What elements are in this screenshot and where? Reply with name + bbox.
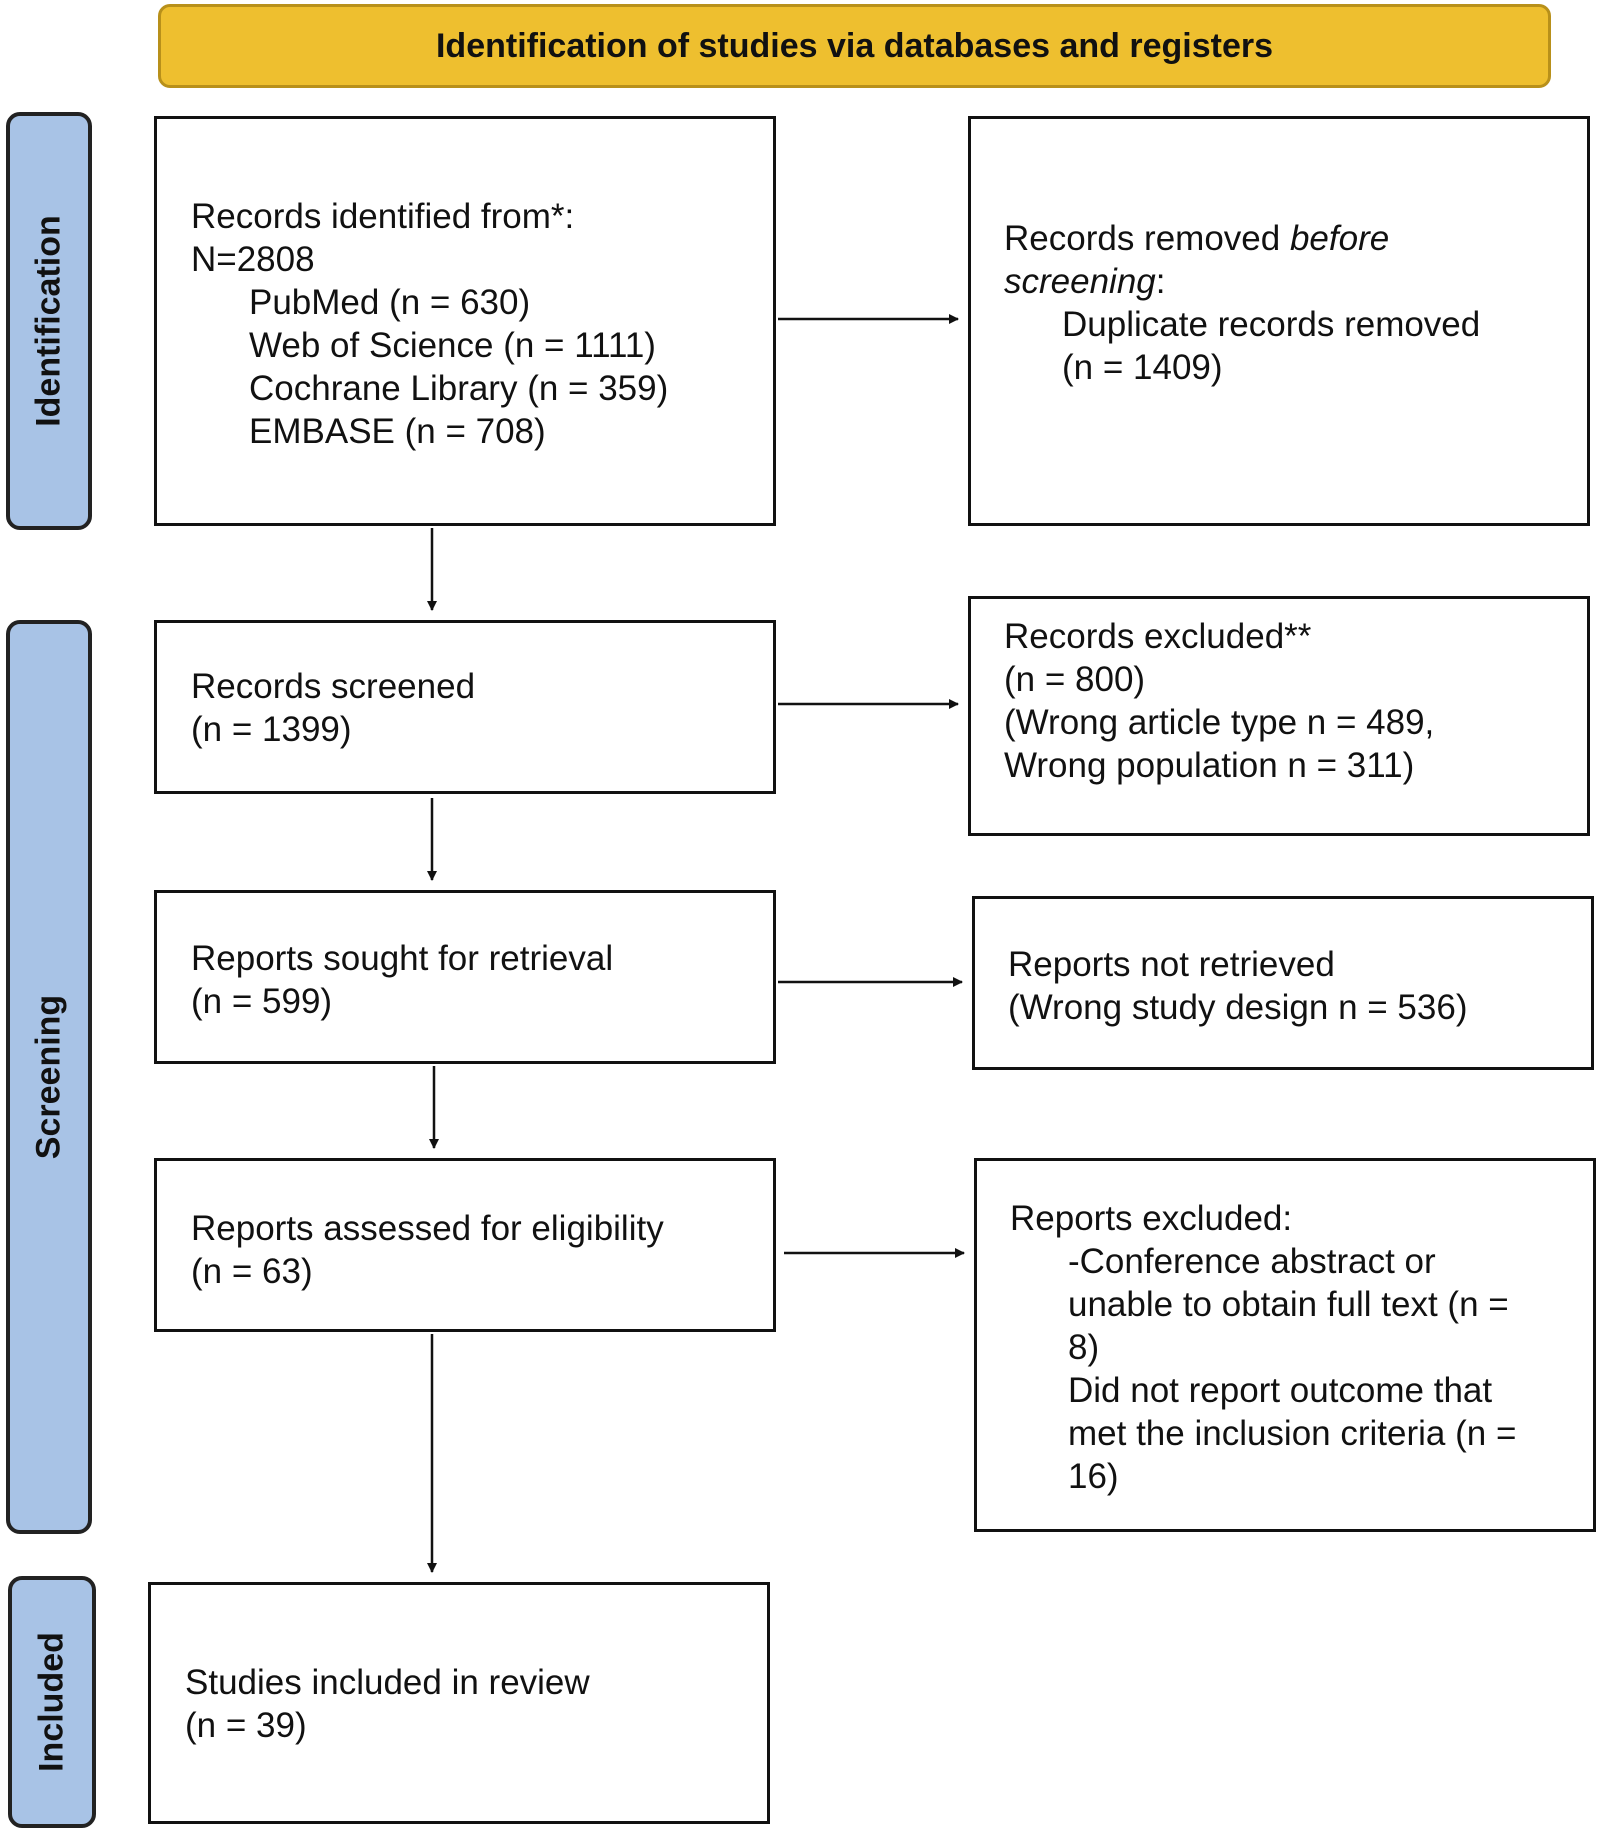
reports-assessed-label: Reports assessed for eligibility — [191, 1209, 664, 1248]
reports-excluded-line: 16) — [1068, 1457, 1119, 1496]
records-removed-heading-cont: screening: — [1004, 262, 1166, 301]
reports-excluded-line: met the inclusion criteria (n = — [1068, 1414, 1517, 1453]
records-identified-box: Records identified from*: N=2808 PubMed … — [154, 116, 776, 526]
studies-included-count: (n = 39) — [185, 1706, 307, 1745]
records-removed-heading: Records removed before — [1004, 219, 1390, 258]
reports-not-retrieved-reason: (Wrong study design n = 536) — [1008, 988, 1468, 1027]
records-excluded-box: Records excluded** (n = 800) (Wrong arti… — [968, 596, 1590, 836]
records-identified-heading: Records identified from*: — [191, 197, 575, 236]
phase-screening: Screening — [6, 620, 92, 1534]
records-screened-box: Records screened (n = 1399) — [154, 620, 776, 794]
reports-not-retrieved-label: Reports not retrieved — [1008, 945, 1335, 984]
records-removed-box: Records removed before screening: Duplic… — [968, 116, 1590, 526]
records-excluded-reason-2: Wrong population n = 311) — [1004, 746, 1415, 785]
duplicates-removed-count: (n = 1409) — [1062, 348, 1223, 387]
studies-included-box: Studies included in review (n = 39) — [148, 1582, 770, 1824]
source-web-of-science: Web of Science (n = 1111) — [249, 326, 656, 365]
source-pubmed: PubMed (n = 630) — [249, 283, 531, 322]
source-embase: EMBASE (n = 708) — [249, 412, 546, 451]
reports-assessed-box: Reports assessed for eligibility (n = 63… — [154, 1158, 776, 1332]
source-cochrane: Cochrane Library (n = 359) — [249, 369, 669, 408]
studies-included-label: Studies included in review — [185, 1663, 590, 1702]
reports-excluded-line: unable to obtain full text (n = — [1068, 1285, 1509, 1324]
identification-banner: Identification of studies via databases … — [158, 4, 1551, 88]
reports-sought-count: (n = 599) — [191, 982, 333, 1021]
reports-excluded-line: 8) — [1068, 1328, 1100, 1367]
reports-not-retrieved-box: Reports not retrieved (Wrong study desig… — [972, 896, 1594, 1070]
reports-assessed-count: (n = 63) — [191, 1252, 313, 1291]
reports-excluded-line: Did not report outcome that — [1068, 1371, 1493, 1410]
phase-included: Included — [8, 1576, 96, 1828]
reports-excluded-box: Reports excluded: -Conference abstract o… — [974, 1158, 1596, 1532]
reports-sought-label: Reports sought for retrieval — [191, 939, 614, 978]
reports-excluded-heading: Reports excluded: — [1010, 1199, 1293, 1238]
records-identified-total: N=2808 — [191, 240, 315, 279]
records-excluded-heading: Records excluded** — [1004, 617, 1312, 656]
records-screened-count: (n = 1399) — [191, 710, 352, 749]
duplicates-removed-label: Duplicate records removed — [1062, 305, 1481, 344]
banner-title: Identification of studies via databases … — [435, 26, 1274, 65]
records-excluded-count: (n = 800) — [1004, 660, 1146, 699]
reports-sought-box: Reports sought for retrieval (n = 599) — [154, 890, 776, 1064]
records-screened-label: Records screened — [191, 667, 476, 706]
phase-identification: Identification — [6, 112, 92, 530]
reports-excluded-line: -Conference abstract or — [1068, 1242, 1436, 1281]
records-excluded-reason-1: (Wrong article type n = 489, — [1004, 703, 1435, 742]
